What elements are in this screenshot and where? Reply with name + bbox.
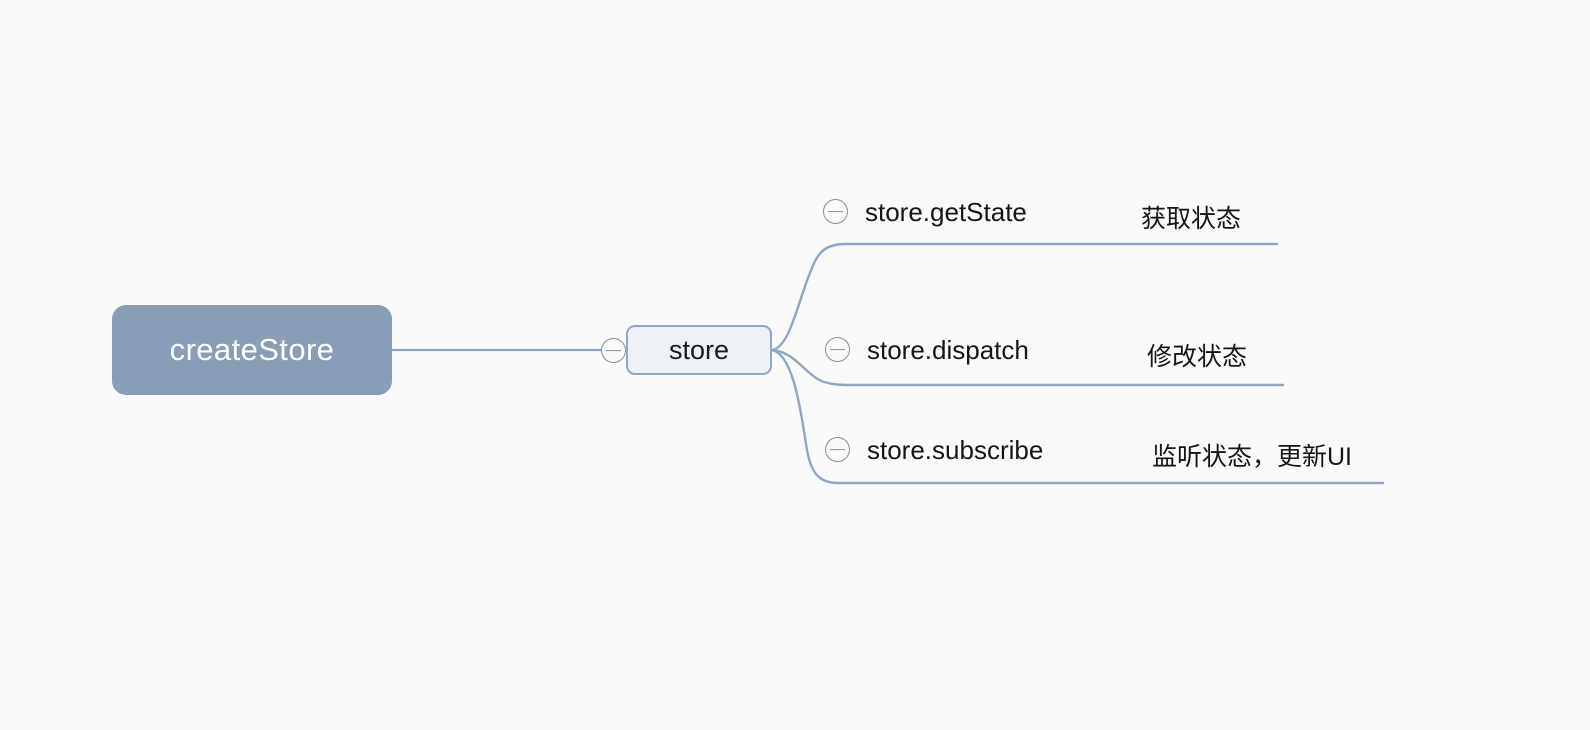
leaf-title-subscribe: store.subscribe — [867, 434, 1044, 465]
collapse-toggle-store[interactable] — [601, 338, 626, 363]
leaf-row-dispatch[interactable]: store.dispatch — [867, 330, 1029, 370]
leaf-note-dispatch: 修改状态 — [1147, 343, 1248, 371]
collapse-toggle-dispatch[interactable] — [825, 337, 850, 362]
leaf-row-getstate[interactable]: store.getState — [865, 192, 1027, 232]
store-node-label: store — [668, 334, 730, 365]
leaf-row-subscribe[interactable]: store.subscribe — [867, 430, 1043, 470]
leaf-title-getstate: store.getState — [865, 196, 1027, 227]
store-node[interactable]: store — [626, 325, 772, 375]
collapse-toggle-subscribe[interactable] — [825, 437, 850, 462]
leaf-title-dispatch: store.dispatch — [867, 334, 1029, 365]
root-node-label: createStore — [169, 332, 335, 367]
leaf-note-getstate: 获取状态 — [1141, 205, 1242, 233]
root-node[interactable]: createStore — [112, 305, 392, 395]
leaf-note-subscribe: 监听状态，更新UI — [1152, 443, 1353, 471]
collapse-toggle-getstate[interactable] — [823, 199, 848, 224]
